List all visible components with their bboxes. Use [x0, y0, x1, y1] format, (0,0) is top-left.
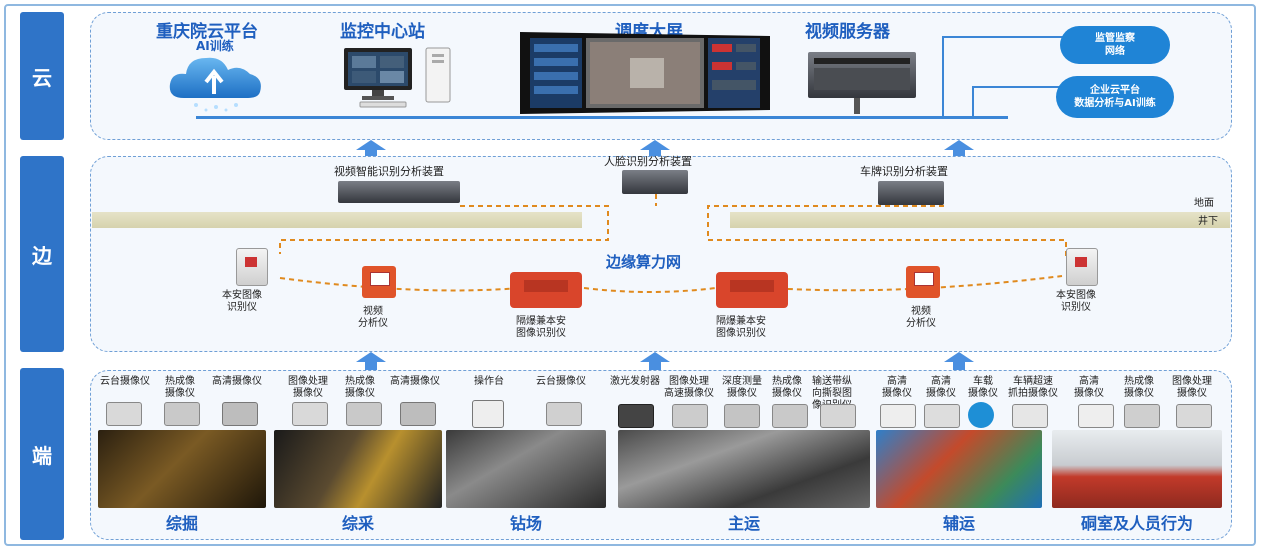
cloud-link-1 [942, 36, 944, 118]
scene0-name: 综掘 [165, 514, 198, 533]
edge-device-6 [1066, 248, 1098, 286]
scene3-photo [618, 430, 870, 508]
scene5-camera-2 [1176, 404, 1212, 428]
scene3-name: 主运 [727, 514, 760, 533]
scene3-device0-label: 激光发射器 [610, 376, 660, 387]
scene4-camera-1 [924, 404, 960, 428]
edge-network-label: 边缘算力网 [606, 253, 682, 271]
scene3-camera-0 [618, 404, 654, 428]
face-analyzer-device [622, 170, 688, 194]
scene4-camera-2 [968, 402, 994, 428]
plate-analyzer-device [878, 181, 944, 205]
ground-label: 地面 [1194, 198, 1214, 209]
scene1-device2-label: 高清摄像仪 [390, 376, 440, 387]
scene0-camera-0 [106, 402, 142, 426]
edge-device-2 [362, 266, 396, 298]
scene4-device1-label: 高清 摄像仪 [926, 376, 956, 399]
scene2-device-1 [546, 402, 582, 426]
up-arrow-1 [356, 140, 386, 158]
scene5-device1-label: 热成像 摄像仪 [1124, 376, 1154, 399]
scene5-camera-1 [1124, 404, 1160, 428]
ground-bar-right [730, 212, 1230, 228]
scene4-device0-label: 高清 摄像仪 [882, 376, 912, 399]
underground-label: 井下 [1198, 216, 1218, 227]
scene5-camera-0 [1078, 404, 1114, 428]
scene2-photo [446, 430, 606, 508]
scene4-photo [876, 430, 1042, 508]
up-arrow-5 [640, 352, 670, 370]
scene3-camera-2 [724, 404, 760, 428]
scene0-device2-label: 高清摄像仪 [212, 376, 262, 387]
scene2-device1-label: 云台摄像仪 [536, 376, 586, 387]
scene4-device3-label: 车辆超速 抓拍摄像仪 [1008, 376, 1058, 399]
video-server-icon [808, 52, 916, 98]
scene3-device2-label: 深度测量 摄像仪 [722, 376, 762, 399]
scene0-camera-1 [164, 402, 200, 426]
up-arrow-2 [640, 140, 670, 158]
ground-bar-left [92, 212, 582, 228]
edge-device-5 [906, 266, 940, 298]
tier-edge-tab: 边 [20, 156, 64, 352]
plate-analyzer-label: 车牌识别分析装置 [860, 165, 948, 178]
edge-device-6-label: 本安图像识别仪 [1056, 290, 1096, 313]
video-analyzer-label: 视频智能识别分析装置 [334, 165, 444, 178]
enterprise-cloud: 企业云平台数据分析与AI训练 [1056, 76, 1174, 118]
scene5-device0-label: 高清 摄像仪 [1074, 376, 1104, 399]
face-analyzer-label: 人脸识别分析装置 [604, 155, 692, 168]
edge-device-2-label: 视频分析仪 [358, 306, 388, 329]
scene3-device1-label: 图像处理 高速摄像仪 [664, 376, 714, 399]
scene0-photo [98, 430, 266, 508]
cloud-link-2 [942, 36, 1064, 38]
scene1-camera-0 [292, 402, 328, 426]
scene3-camera-4 [820, 404, 856, 428]
scene1-device0-label: 图像处理 摄像仪 [288, 376, 328, 399]
edge-device-5-label: 视频分析仪 [906, 306, 936, 329]
edge-device-1 [236, 248, 268, 286]
scene1-photo [274, 430, 442, 508]
scene3-camera-1 [672, 404, 708, 428]
scene1-name: 综采 [341, 514, 374, 533]
chongqing-platform-title: 重庆院云平台 [156, 22, 258, 42]
up-arrow-6 [944, 352, 974, 370]
scene1-camera-1 [346, 402, 382, 426]
server-stand [854, 98, 860, 114]
video-wall-icon [520, 32, 770, 114]
scene1-device1-label: 热成像 摄像仪 [345, 376, 375, 399]
scene0-camera-2 [222, 402, 258, 426]
scene0-device1-label: 热成像 摄像仪 [165, 376, 195, 399]
cloud-link-4 [972, 86, 1064, 88]
scene4-name: 辅运 [942, 514, 975, 533]
monitor-station-title: 监控中心站 [340, 22, 425, 42]
monitor-pc-icon [344, 47, 451, 108]
up-arrow-3 [944, 140, 974, 158]
scene5-name: 硐室及人员行为 [1080, 514, 1193, 533]
cloud-upload-icon [169, 57, 261, 112]
cloud-bus-line [196, 116, 1008, 119]
scene4-camera-3 [1012, 404, 1048, 428]
edge-device-4 [716, 272, 788, 308]
scene4-device2-label: 车载 摄像仪 [968, 376, 998, 399]
up-arrow-4 [356, 352, 386, 370]
tier-end-tab: 端 [20, 368, 64, 540]
scene2-name: 钻场 [509, 514, 542, 533]
cloud-link-3 [972, 86, 974, 118]
scene1-camera-2 [400, 402, 436, 426]
scene0-device0-label: 云台摄像仪 [100, 376, 150, 387]
scene2-device-0 [472, 400, 504, 428]
tier-cloud-tab: 云 [20, 12, 64, 140]
scene5-device2-label: 图像处理 摄像仪 [1172, 376, 1212, 399]
chongqing-platform-subtitle: AI训练 [196, 39, 234, 53]
scene3-camera-3 [772, 404, 808, 428]
scene4-camera-0 [880, 404, 916, 428]
scene2-device0-label: 操作台 [474, 376, 504, 387]
edge-device-4-label: 隔爆兼本安图像识别仪 [716, 316, 766, 339]
edge-device-1-label: 本安图像识别仪 [222, 290, 262, 313]
scene5-photo [1052, 430, 1222, 508]
regulator-network-cloud: 监管监察网络 [1060, 26, 1170, 64]
edge-device-3-label: 隔爆兼本安图像识别仪 [516, 316, 566, 339]
video-analyzer-device [338, 181, 460, 203]
scene3-device3-label: 热成像 摄像仪 [772, 376, 802, 399]
video-server-title: 视频服务器 [805, 22, 890, 42]
edge-device-3 [510, 272, 582, 308]
